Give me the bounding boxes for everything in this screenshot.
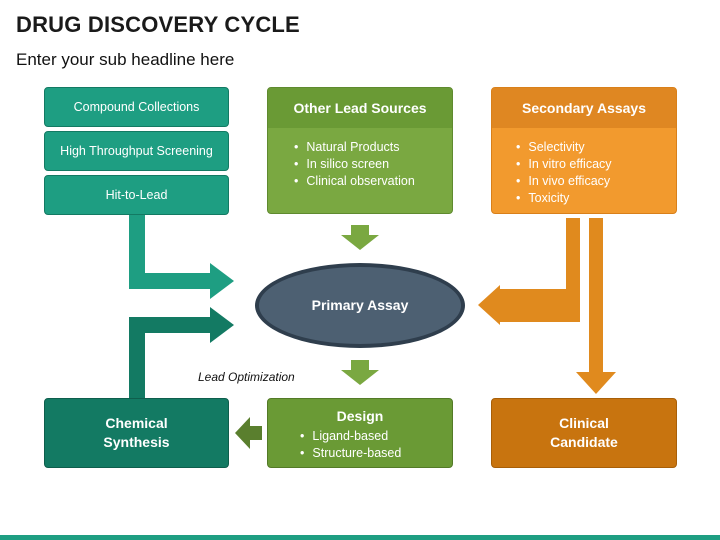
- primary-assay-label: Primary Assay: [311, 297, 409, 313]
- design-box: Design Ligand-based Structure-based: [267, 398, 453, 468]
- lead-optimization-label: Lead Optimization: [198, 370, 295, 384]
- other-lead-sources-title: Other Lead Sources: [293, 100, 427, 116]
- hit-to-lead-box: Hit-to-Lead: [44, 175, 229, 215]
- bottom-accent-bar: [0, 535, 720, 540]
- hit-to-lead-label: Hit-to-Lead: [105, 188, 168, 202]
- other-lead-sources-list: Natural Products In silico screen Clinic…: [268, 128, 452, 190]
- page-title: DRUG DISCOVERY CYCLE: [16, 12, 300, 37]
- arrow-primary-to-design: [341, 360, 379, 385]
- secondary-assays-header: Secondary Assays: [492, 88, 676, 128]
- high-throughput-screening-label: High Throughput Screening: [60, 144, 213, 158]
- compound-collections-box: Compound Collections: [44, 87, 229, 127]
- list-item: Toxicity: [516, 190, 676, 207]
- arrow-synthesis-to-primary: [129, 307, 234, 398]
- chemical-synthesis-box: Chemical Synthesis: [44, 398, 229, 468]
- list-item: Structure-based: [300, 445, 452, 462]
- compound-collections-label: Compound Collections: [73, 100, 200, 114]
- list-item: In vivo efficacy: [516, 173, 676, 190]
- secondary-assays-title: Secondary Assays: [522, 100, 646, 116]
- arrow-hit-to-primary: [129, 214, 234, 299]
- arrow-design-to-synthesis: [235, 417, 262, 449]
- high-throughput-screening-box: High Throughput Screening: [44, 131, 229, 171]
- clinical-candidate-box: Clinical Candidate: [491, 398, 677, 468]
- secondary-assays-box: Secondary Assays Selectivity In vitro ef…: [491, 87, 677, 214]
- list-item: Natural Products: [294, 139, 452, 156]
- list-item: Selectivity: [516, 139, 676, 156]
- chemical-synthesis-line2: Synthesis: [103, 434, 170, 450]
- chemical-synthesis-line1: Chemical: [105, 415, 168, 431]
- primary-assay-ellipse: Primary Assay: [255, 263, 465, 348]
- arrow-secondary-to-clinical: [576, 218, 616, 394]
- list-item: Ligand-based: [300, 428, 452, 445]
- list-item: In vitro efficacy: [516, 156, 676, 173]
- other-lead-sources-header: Other Lead Sources: [268, 88, 452, 128]
- list-item: Clinical observation: [294, 173, 452, 190]
- secondary-assays-list: Selectivity In vitro efficacy In vivo ef…: [492, 128, 676, 207]
- design-title: Design: [336, 408, 384, 424]
- clinical-candidate-line1: Clinical: [559, 415, 609, 431]
- arrow-secondary-to-primary: [478, 218, 580, 325]
- other-lead-sources-box: Other Lead Sources Natural Products In s…: [267, 87, 453, 214]
- design-list: Ligand-based Structure-based: [268, 424, 452, 462]
- page-subtitle: Enter your sub headline here: [16, 50, 235, 69]
- clinical-candidate-line2: Candidate: [550, 434, 618, 450]
- list-item: In silico screen: [294, 156, 452, 173]
- arrow-sources-to-primary: [341, 225, 379, 250]
